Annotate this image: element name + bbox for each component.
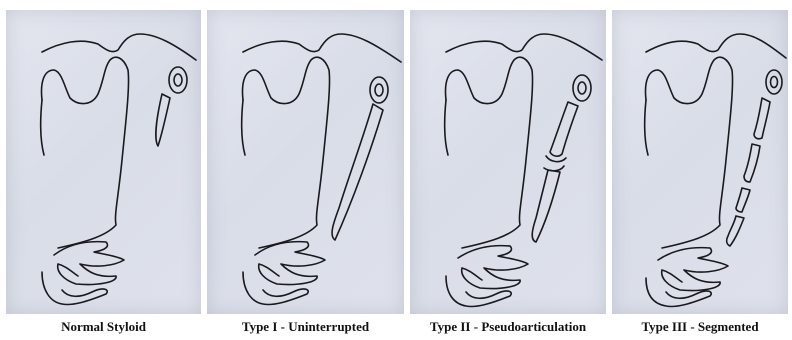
caption-type-iii: Type III - Segmented	[612, 319, 788, 337]
ramus-outline	[646, 57, 733, 248]
hyoid-outline	[658, 248, 728, 291]
caption-type-ii: Type II - Pseudoarticulation	[410, 319, 606, 337]
mastoid-ellipse	[370, 77, 388, 103]
posterior-border	[445, 100, 448, 155]
pseudoarticulation-joint	[544, 156, 566, 171]
panel-type-iii-segmented	[612, 10, 788, 314]
mastoid-ellipse	[766, 70, 782, 94]
skull-base-outline	[446, 34, 602, 60]
panel-type-ii-pseudoarticulation	[410, 10, 606, 314]
mastoid-inner	[771, 77, 778, 88]
styloid-segment-3	[736, 188, 750, 212]
styloid-process	[156, 94, 170, 146]
posterior-border	[41, 100, 44, 155]
ramus-outline	[446, 57, 533, 248]
hyoid-lower	[446, 276, 511, 307]
normal-styloid-drawing-icon	[6, 10, 201, 314]
styloid-segment-4	[727, 216, 744, 246]
type-ii-pseudoarticulation-drawing-icon	[410, 10, 606, 314]
skull-base-outline	[243, 34, 401, 62]
styloid-segment-1	[754, 98, 770, 139]
hyoid-lower	[646, 278, 711, 307]
styloid-segment-2	[744, 144, 760, 182]
styloid-lower-segment	[532, 170, 560, 242]
hyoid-lower	[42, 272, 107, 305]
skull-base-outline	[42, 34, 196, 60]
mastoid-inner	[578, 82, 586, 94]
caption-type-i: Type I - Uninterrupted	[207, 319, 404, 337]
styloid-process	[332, 104, 383, 240]
ramus-outline	[243, 57, 330, 248]
type-iii-segmented-drawing-icon	[612, 10, 788, 314]
mastoid-ellipse	[573, 75, 591, 101]
hyoid-lower	[243, 272, 308, 305]
hyoid-outline	[255, 242, 325, 285]
hyoid-outline	[458, 246, 528, 289]
skull-base-outline	[646, 34, 786, 58]
posterior-border	[242, 100, 245, 155]
mastoid-inner	[174, 74, 182, 86]
styloid-upper-segment	[550, 102, 578, 156]
hyoid-outline	[54, 242, 124, 285]
panel-normal-styloid	[6, 10, 201, 314]
panel-type-i-uninterrupted	[207, 10, 404, 314]
type-i-uninterrupted-drawing-icon	[207, 10, 404, 314]
mastoid-inner	[375, 84, 383, 96]
mastoid-ellipse	[169, 67, 187, 93]
caption-normal-styloid: Normal Styloid	[6, 319, 201, 337]
posterior-border	[645, 100, 648, 155]
ramus-outline	[42, 57, 129, 248]
